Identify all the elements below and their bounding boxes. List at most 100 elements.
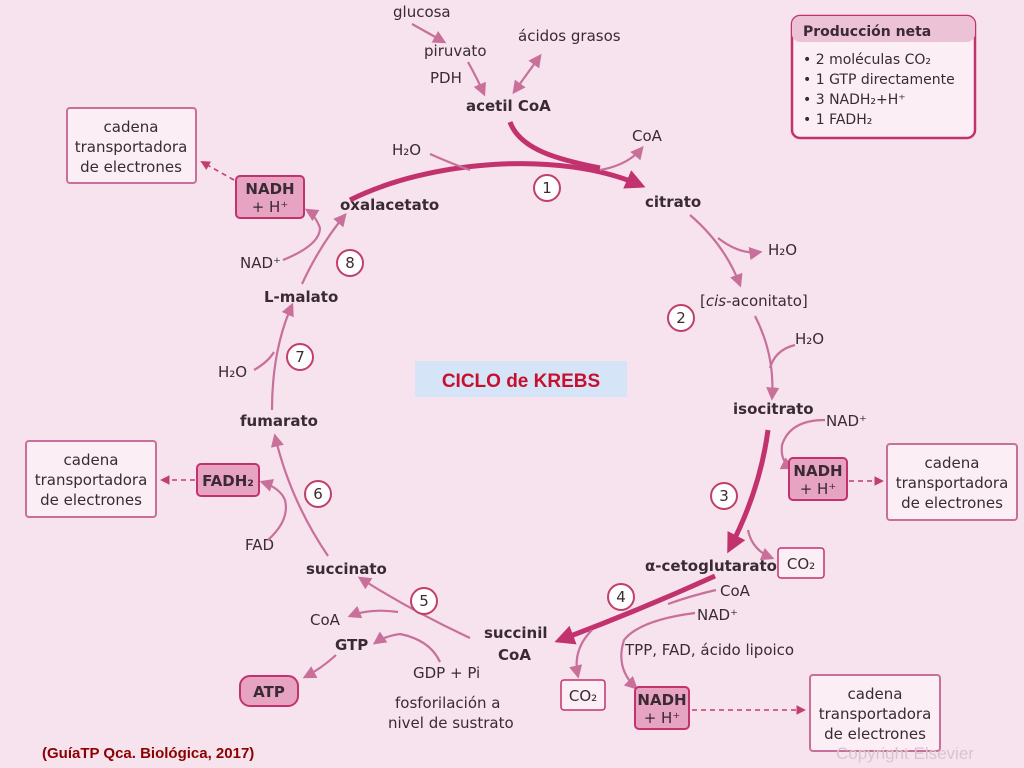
succinyl-coa-label-2: CoA — [498, 646, 531, 664]
fumarate-label: fumarato — [240, 412, 318, 430]
net-production-box: Producción neta • 2 moléculas CO₂ • 1 GT… — [790, 14, 977, 140]
substrate-phosphorylation-label: fosforilación a — [395, 694, 500, 712]
chain-label: cadena — [848, 685, 903, 703]
nadh-h-label: + H⁺ — [252, 198, 289, 216]
chain-label: transportadora — [35, 471, 148, 489]
nadh-top-to-chain-arrow — [200, 161, 235, 181]
co2-label: CO₂ — [787, 555, 815, 573]
step-5-main-arrow — [357, 576, 471, 639]
acetyl-coa-inputs: glucosa piruvato PDH ácidos grasos aceti… — [393, 3, 621, 115]
step-7-marker — [286, 343, 314, 371]
step-number: 7 — [295, 348, 305, 366]
step-2-water-in: H₂O — [795, 330, 824, 348]
step-1-marker — [533, 174, 561, 202]
nadh-label: NADH — [637, 691, 686, 709]
gtp-label: GTP — [335, 636, 368, 654]
net-production-item: • 3 NADH₂+H⁺ — [803, 92, 906, 108]
coa-out-arrow — [599, 145, 644, 172]
copyright-watermark: Copyright Elsevier — [836, 744, 974, 763]
glucose-arrow — [411, 23, 447, 44]
h2o-in-arrow — [768, 343, 796, 369]
chain-label: transportadora — [819, 705, 932, 723]
step-number: 4 — [616, 588, 626, 606]
chain-label: de electrones — [80, 158, 182, 176]
fatty-acids-label: ácidos grasos — [518, 27, 621, 45]
h2o-out-arrow — [717, 237, 763, 261]
atp-box — [239, 675, 299, 707]
cis-aconitate-label: [cis-aconitato] — [700, 292, 808, 310]
step-1-water: H₂O — [392, 141, 421, 159]
chain-box-bottom-right: cadena transportadora de electrones — [809, 674, 941, 752]
chain-box-right: cadena transportadora de electrones — [886, 443, 1018, 521]
fadh2-label: FADH₂ — [202, 472, 254, 490]
water-in-line — [253, 351, 275, 371]
cofactors-label: TPP, FAD, ácido lipoico — [624, 641, 794, 659]
step-number: 3 — [719, 487, 729, 505]
step-8-marker — [336, 249, 364, 277]
chain-label: de electrones — [824, 725, 926, 743]
cis-to-isocitrate-arrow — [754, 315, 780, 401]
isocitrate-label: isocitrato — [733, 400, 814, 418]
nadh-label: NADH — [245, 180, 294, 198]
step-8: 8 NAD⁺ NADH + H⁺ — [200, 161, 364, 285]
step-6-fad: FAD — [245, 536, 274, 554]
step-4: 4 CoA NAD⁺ TPP, FAD, ácido lipoico CO₂ N… — [554, 573, 806, 730]
step-5-marker — [410, 587, 438, 615]
step-1: H₂O CoA 1 — [348, 121, 663, 203]
net-production-heading: Producción neta — [803, 24, 931, 40]
chain-label: cadena — [64, 451, 119, 469]
net-production-item: • 1 GTP directamente — [803, 72, 955, 88]
step-2-water-out: H₂O — [768, 241, 797, 259]
chain-label: transportadora — [75, 138, 188, 156]
nadh-top-box — [235, 175, 305, 219]
gdp-pi-label: GDP + Pi — [413, 664, 480, 682]
acetyl-coa-label: acetil CoA — [466, 97, 551, 115]
step-1-main-arrow — [348, 161, 646, 203]
pyruvate-label: piruvato — [424, 42, 487, 60]
chain-box-left: cadena transportadora de electrones — [25, 440, 157, 518]
chain-box-top-left: cadena transportadora de electrones — [66, 107, 197, 184]
nad-to-nadh-arrow — [779, 418, 826, 470]
step-5-coa: CoA — [310, 611, 341, 629]
citrate-to-cis-arrow — [689, 214, 743, 288]
pyruvate-arrow — [467, 61, 486, 97]
co2-down-arrow — [569, 629, 593, 679]
chain-label: transportadora — [896, 474, 1009, 492]
citrate-label: citrato — [645, 193, 701, 211]
pdh-label: PDH — [430, 69, 462, 87]
step-3-marker — [710, 482, 738, 510]
chain-label: cadena — [925, 454, 980, 472]
step-4-nad: NAD⁺ — [697, 606, 738, 624]
cycle-title: CICLO de KREBS — [415, 361, 627, 397]
co2-out-arrow — [746, 529, 775, 561]
atp-label: ATP — [253, 683, 285, 701]
step-5: 5 CoA GTP GDP + Pi fosforilación a nivel… — [239, 576, 514, 732]
step-2-marker — [667, 304, 695, 332]
step-6-marker — [304, 480, 332, 508]
succinyl-coa-label: succinil — [484, 624, 548, 642]
fad-to-fadh2-arrow — [259, 479, 287, 541]
step-8-main-arrow — [301, 212, 347, 285]
source-caption: (GuíaTP Qca. Biológica, 2017) — [42, 745, 254, 762]
step-6: 6 FAD FADH₂ — [160, 433, 332, 557]
net-production-item: • 2 moléculas CO₂ — [803, 52, 931, 68]
cycle-title-text: CICLO de KREBS — [442, 371, 600, 392]
co2-box-right — [777, 547, 825, 579]
oxaloacetate-label: oxalacetato — [340, 196, 439, 214]
nadh-right-box — [788, 457, 848, 501]
water-in-arrow — [429, 152, 471, 172]
co2-label: CO₂ — [569, 687, 597, 705]
l-malate-label: L-malato — [264, 288, 338, 306]
nad-to-nadh-bottom-arrow — [620, 611, 696, 690]
step-number: 5 — [419, 592, 429, 610]
step-4-marker — [607, 583, 635, 611]
gtp-to-atp-arrow — [302, 654, 337, 679]
glucose-label: glucosa — [393, 3, 451, 21]
step-4-main-arrow — [554, 573, 717, 645]
gdp-to-gtp-arrow — [372, 631, 442, 663]
substrate-phosphorylation-label-2: nivel de sustrato — [388, 714, 514, 732]
succinate-label: succinato — [306, 560, 387, 578]
step-3: NAD⁺ 3 NADH + H⁺ CO₂ — [710, 412, 884, 579]
step-3-main-arrow — [727, 429, 771, 554]
nadh-h-label: + H⁺ — [800, 480, 837, 498]
